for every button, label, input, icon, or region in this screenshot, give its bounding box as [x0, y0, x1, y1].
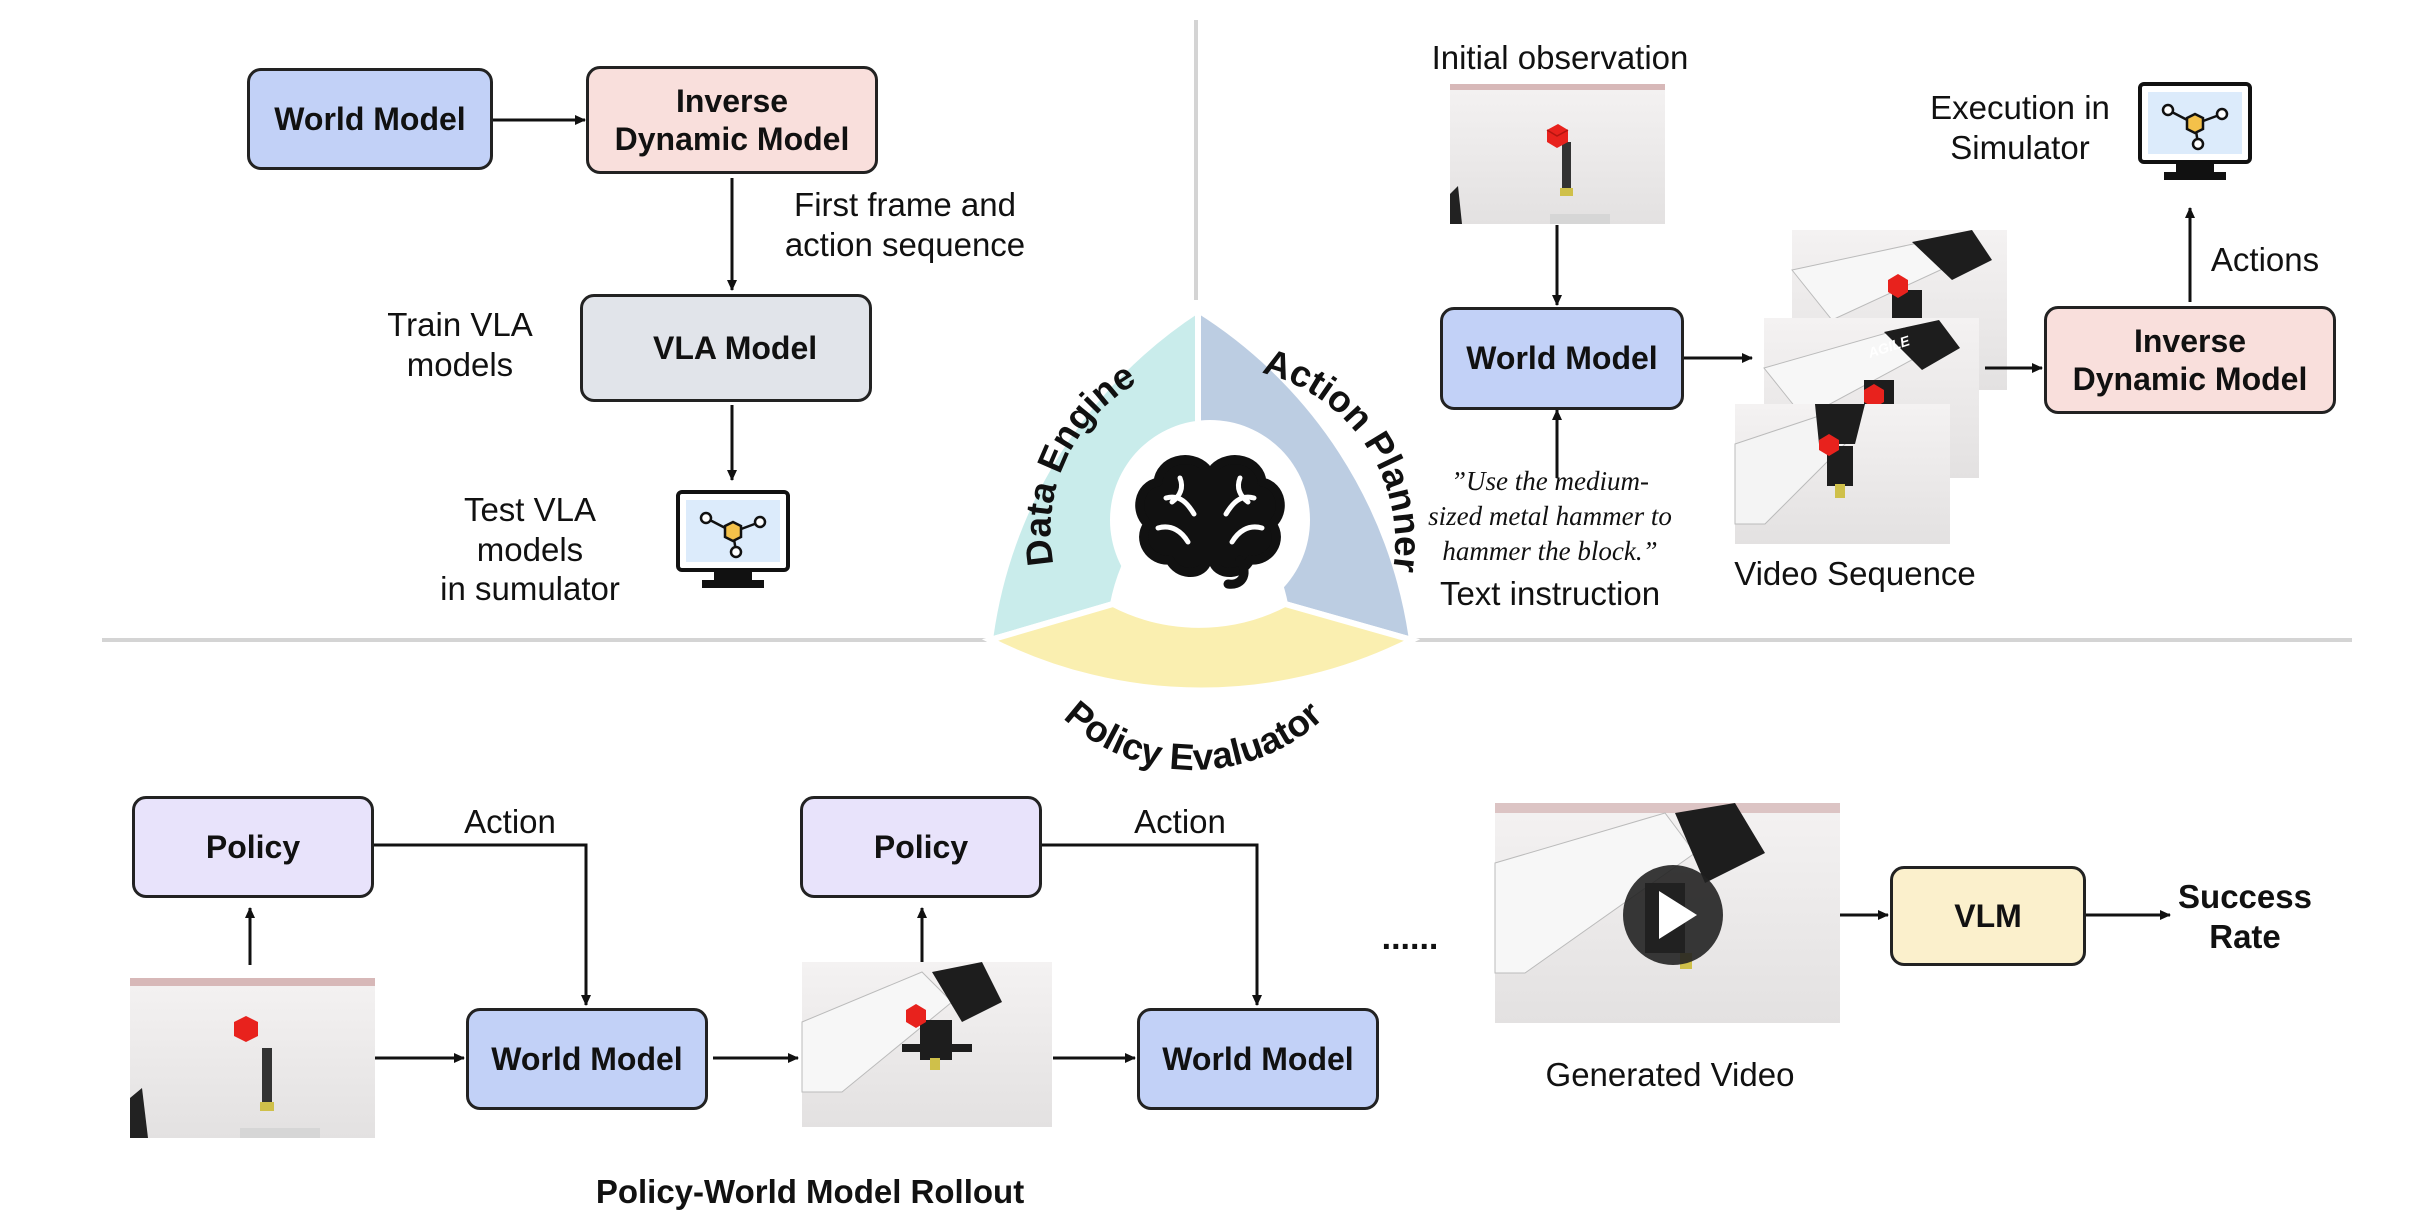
top-left-arrows — [493, 115, 737, 481]
monitor-icon — [2138, 82, 2252, 180]
first-frame-label: First frame and action sequence — [784, 186, 1026, 263]
inverse-dynamic-model-box-planner: Inverse Dynamic Model — [2044, 306, 2336, 414]
policy-label: Policy — [205, 828, 301, 865]
monitor-icon — [676, 490, 790, 588]
world-model-box: World Model — [247, 68, 493, 170]
generated-video-image — [1494, 803, 1840, 1023]
bottom-arrows — [245, 843, 2171, 1063]
video-sequence-frames — [1734, 230, 2007, 544]
world-model-box-planner: World Model — [1440, 307, 1684, 410]
play-icon[interactable] — [1623, 865, 1723, 965]
inverse-dynamic-model-label: Inverse Dynamic Model — [2072, 322, 2308, 397]
world-model-label: World Model — [491, 1040, 683, 1077]
action-label-1: Action — [464, 803, 556, 840]
test-vla-label: Test VLA models in sumulator — [440, 491, 620, 608]
success-rate-label: Success Rate — [2178, 878, 2312, 955]
rollout-title: Policy-World Model Rollout — [595, 1173, 1025, 1210]
top-right-arrows — [1552, 207, 2195, 478]
world-model-label: World Model — [1466, 340, 1658, 377]
red-cube — [234, 1016, 258, 1042]
policy-evaluator-label: Policy Evaluator — [1057, 693, 1329, 779]
world-model-label: World Model — [1162, 1040, 1354, 1077]
ellipsis-label: ...... — [1381, 919, 1439, 957]
execution-label: Execution in Simulator — [1930, 89, 2110, 166]
vlm-label: VLM — [1954, 897, 2022, 934]
inverse-dynamic-model-box: Inverse Dynamic Model — [586, 66, 878, 174]
rollout-first-frame-image — [130, 978, 375, 1138]
vlm-box: VLM — [1890, 866, 2086, 966]
world-model-box-2: World Model — [1137, 1008, 1379, 1110]
initial-observation-image — [1450, 84, 1665, 224]
inverse-dynamic-model-label: Inverse Dynamic Model — [614, 82, 850, 157]
actions-label: Actions — [2210, 241, 2320, 278]
video-sequence-label: Video Sequence — [1734, 555, 1976, 592]
world-model-box-1: World Model — [466, 1008, 708, 1110]
brain-icon — [1135, 455, 1285, 589]
rollout-second-frame-image — [801, 962, 1052, 1127]
policy-evaluator-segment — [981, 600, 1421, 694]
generated-video-label: Generated Video — [1545, 1056, 1795, 1093]
vla-model-label: VLA Model — [653, 329, 818, 366]
initial-observation-label: Initial observation — [1431, 39, 1689, 76]
world-model-label: World Model — [274, 100, 466, 137]
red-cube — [1546, 124, 1569, 148]
vla-model-box: VLA Model — [580, 294, 872, 402]
action-label-2: Action — [1134, 803, 1226, 840]
text-instruction-label: Text instruction — [1439, 575, 1661, 612]
policy-box-2: Policy — [800, 796, 1042, 898]
train-vla-label: Train VLA models — [387, 306, 533, 383]
video-frame — [1734, 404, 1950, 544]
policy-box-1: Policy — [132, 796, 374, 898]
instruction-quote: ”Use the medium- sized metal hammer to h… — [1428, 466, 1672, 567]
policy-label: Policy — [873, 828, 969, 865]
